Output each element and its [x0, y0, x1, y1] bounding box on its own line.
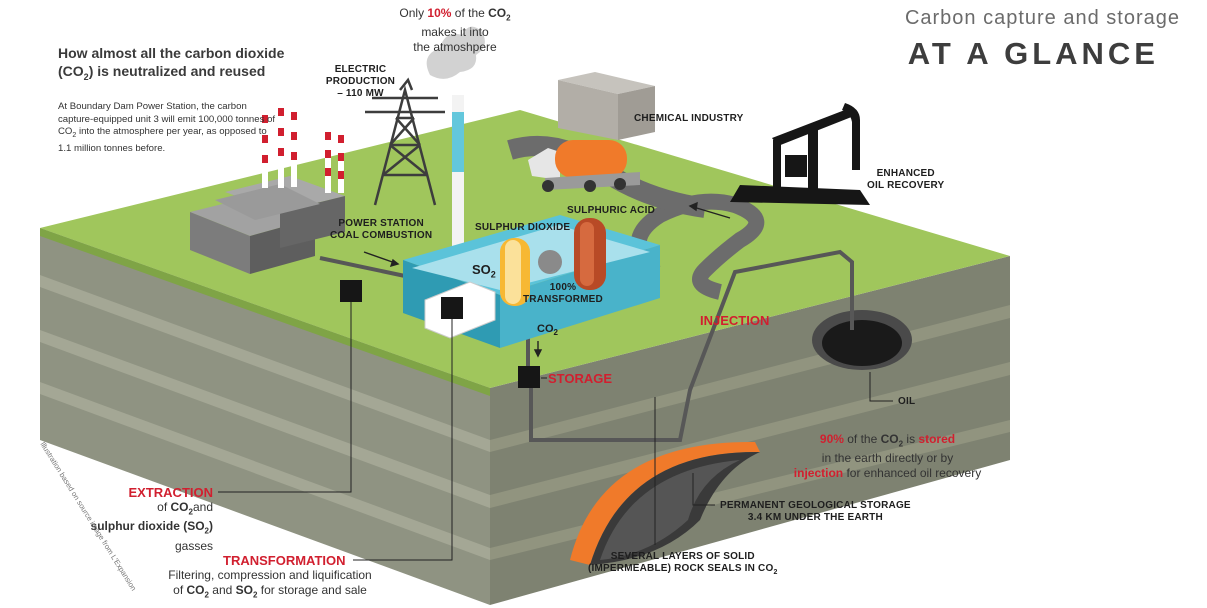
- power-station-building: [190, 176, 345, 274]
- chemical-industry-label: CHEMICAL INDUSTRY: [634, 113, 744, 124]
- intro-body: At Boundary Dam Power Station, the carbo…: [58, 101, 276, 154]
- subtitle: Carbon capture and storage: [904, 7, 1180, 29]
- transformation-marker: [441, 297, 463, 319]
- extraction-line-2: sulphur dioxide (SO2) gasses: [90, 519, 213, 553]
- rock-seals-label: SEVERAL LAYERS OF SOLID(IMPERMEABLE) ROC…: [588, 551, 778, 576]
- page-title: AT A GLANCE: [907, 36, 1159, 71]
- extraction-title: EXTRACTION: [128, 485, 214, 500]
- extraction-marker: [340, 280, 362, 302]
- sulphur-dioxide-label: SULPHUR DIOXIDE: [475, 222, 571, 233]
- emission-stack: [426, 26, 485, 255]
- leader-lines: [218, 302, 893, 561]
- transformation-title: TRANSFORMATION: [223, 553, 346, 568]
- sulphuric-acid-label: SULPHURIC ACID: [567, 205, 655, 216]
- extraction-line-1: of CO2and: [157, 500, 213, 517]
- co2-label: CO2: [537, 323, 558, 338]
- extraction-callout: EXTRACTION of CO2and sulphur dioxide (SO…: [58, 485, 213, 554]
- stored-note: 90% of the CO2 is stored in the earth di…: [793, 432, 982, 481]
- treatment-plant: [403, 215, 660, 348]
- transformation-line-2: of CO2 and SO2 for storage and sale: [173, 583, 367, 600]
- oil-reservoir: [812, 310, 912, 370]
- oil-pump-jack: [730, 103, 870, 205]
- oil-label: OIL: [898, 396, 916, 407]
- transformation-callout: TRANSFORMATION Filtering, compression an…: [140, 553, 400, 602]
- storage-label: STORAGE: [548, 371, 613, 386]
- smokestacks: [262, 100, 344, 193]
- injection-label: INJECTION: [700, 313, 770, 328]
- geological-storage-dome: [570, 441, 760, 565]
- flow-arrows: [363, 201, 731, 358]
- transformed-label: 100%TRANSFORMED: [523, 282, 603, 305]
- so2-label: SO2: [472, 262, 496, 280]
- atmosphere-note: Only 10% of the CO2 makes it into the at…: [399, 6, 511, 55]
- storage-marker: [518, 366, 540, 388]
- electric-production-label: ELECTRIC PRODUCTION– 110 MW: [325, 64, 396, 99]
- chemical-industry-building: [558, 72, 655, 140]
- electric-pylon: [365, 77, 445, 206]
- transformation-line-1: Filtering, compression and liquification: [168, 568, 372, 582]
- intro-heading: How almost all the carbon dioxide (CO2) …: [58, 45, 285, 82]
- road: [630, 193, 765, 300]
- tanker-truck: [528, 140, 640, 192]
